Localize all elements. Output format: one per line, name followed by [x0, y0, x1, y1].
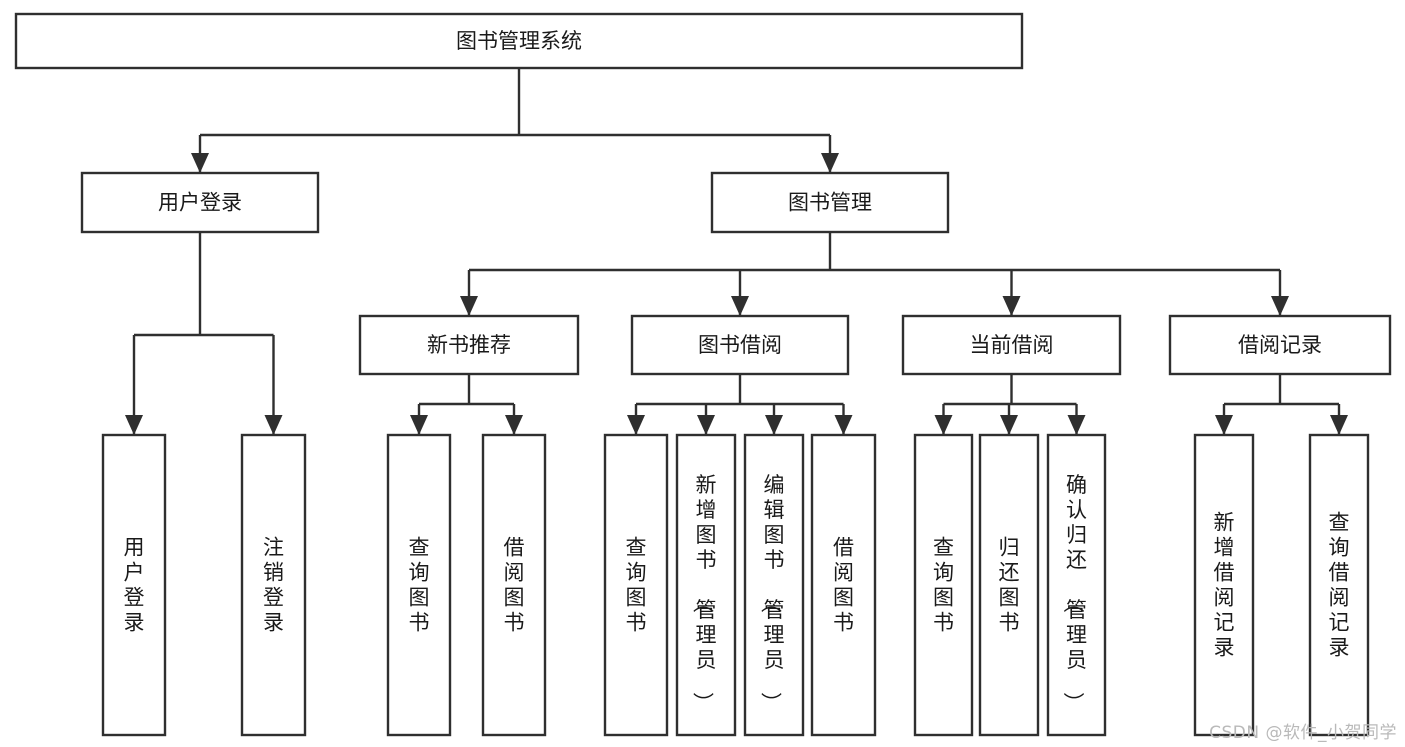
node-leaf-edit-book[interactable]: 编辑图书（管理员）	[743, 433, 805, 737]
edge-arrowhead	[125, 415, 143, 435]
node-box[interactable]	[80, 171, 320, 234]
node-label: 借阅图书	[833, 536, 854, 635]
edge-arrowhead	[410, 415, 428, 435]
node-box[interactable]	[603, 433, 669, 737]
node-leaf-query-record[interactable]: 查询借阅记录	[1308, 433, 1370, 737]
node-leaf-confirm-return[interactable]: 确认归还（管理员）	[1046, 433, 1107, 737]
node-leaf-add-book[interactable]: 新增图书（管理员）	[675, 433, 737, 737]
node-box[interactable]	[978, 433, 1040, 737]
node-label: 确认归还（管理员）	[1061, 473, 1087, 713]
edge-arrowhead	[697, 415, 715, 435]
node-box[interactable]	[810, 433, 877, 737]
node-leaf-user-login[interactable]: 用户登录	[101, 433, 167, 737]
node-label: 查询图书	[409, 536, 430, 635]
node-label: 归还图书	[999, 536, 1020, 635]
node-label: 当前借阅	[970, 333, 1054, 357]
node-leaf-query-book-1[interactable]: 查询图书	[386, 433, 452, 737]
edge-arrowhead	[1271, 296, 1289, 316]
node-leaf-logout[interactable]: 注销登录	[240, 433, 307, 737]
edge-arrowhead	[765, 415, 783, 435]
node-leaf-query-book-2[interactable]: 查询图书	[603, 433, 669, 737]
node-label: 新增图书（管理员）	[691, 473, 717, 713]
node-book-borrow[interactable]: 图书借阅	[630, 314, 850, 376]
node-box[interactable]	[386, 433, 452, 737]
node-leaf-return-book[interactable]: 归还图书	[978, 433, 1040, 737]
node-leaf-query-book-3[interactable]: 查询图书	[913, 433, 974, 737]
node-label: 借阅图书	[504, 536, 525, 635]
node-current-borrow[interactable]: 当前借阅	[901, 314, 1122, 376]
node-box[interactable]	[1308, 433, 1370, 737]
node-box[interactable]	[14, 12, 1024, 70]
edges-layer	[125, 68, 1348, 435]
node-box[interactable]	[481, 433, 547, 737]
edge-arrowhead	[505, 415, 523, 435]
node-label: 借阅记录	[1238, 333, 1322, 357]
edge-arrowhead	[191, 153, 209, 173]
node-box[interactable]	[913, 433, 974, 737]
node-label: 查询图书	[626, 536, 647, 635]
node-leaf-borrow-book-2[interactable]: 借阅图书	[810, 433, 877, 737]
node-label: 用户登录	[124, 536, 145, 635]
node-box[interactable]	[1046, 433, 1107, 737]
node-box[interactable]	[101, 433, 167, 737]
node-label: 编辑图书（管理员）	[759, 473, 785, 713]
node-label: 查询借阅记录	[1329, 511, 1350, 660]
node-label: 新增借阅记录	[1214, 511, 1235, 660]
node-label: 查询图书	[933, 536, 954, 635]
edge-arrowhead	[627, 415, 645, 435]
node-book-manage[interactable]: 图书管理	[710, 171, 950, 234]
node-box[interactable]	[1168, 314, 1392, 376]
node-label: 图书借阅	[698, 333, 782, 357]
node-box[interactable]	[630, 314, 850, 376]
edge-arrowhead	[1000, 415, 1018, 435]
edge-arrowhead	[821, 153, 839, 173]
node-new-book-rec[interactable]: 新书推荐	[358, 314, 580, 376]
node-box[interactable]	[901, 314, 1122, 376]
node-leaf-add-record[interactable]: 新增借阅记录	[1193, 433, 1255, 737]
node-root[interactable]: 图书管理系统	[14, 12, 1024, 70]
node-box[interactable]	[675, 433, 737, 737]
edge-arrowhead	[1215, 415, 1233, 435]
node-borrow-record[interactable]: 借阅记录	[1168, 314, 1392, 376]
node-box[interactable]	[1193, 433, 1255, 737]
node-box[interactable]	[240, 433, 307, 737]
node-box[interactable]	[710, 171, 950, 234]
edge-arrowhead	[460, 296, 478, 316]
edge-arrowhead	[1330, 415, 1348, 435]
node-leaf-borrow-book-1[interactable]: 借阅图书	[481, 433, 547, 737]
node-label: 图书管理	[788, 191, 872, 215]
node-user-login[interactable]: 用户登录	[80, 171, 320, 234]
edge-arrowhead	[731, 296, 749, 316]
edge-arrowhead	[834, 415, 853, 435]
node-label: 用户登录	[158, 191, 242, 215]
node-label: 注销登录	[263, 536, 284, 635]
node-label: 新书推荐	[427, 333, 511, 357]
edge-arrowhead	[1002, 296, 1021, 316]
edge-arrowhead	[264, 415, 283, 435]
node-box[interactable]	[743, 433, 805, 737]
edge-arrowhead	[934, 415, 953, 435]
edge-arrowhead	[1067, 415, 1086, 435]
node-label: 图书管理系统	[456, 29, 582, 53]
nodes-layer: 图书管理系统用户登录图书管理新书推荐图书借阅当前借阅借阅记录用户登录注销登录查询…	[14, 12, 1392, 737]
node-box[interactable]	[358, 314, 580, 376]
